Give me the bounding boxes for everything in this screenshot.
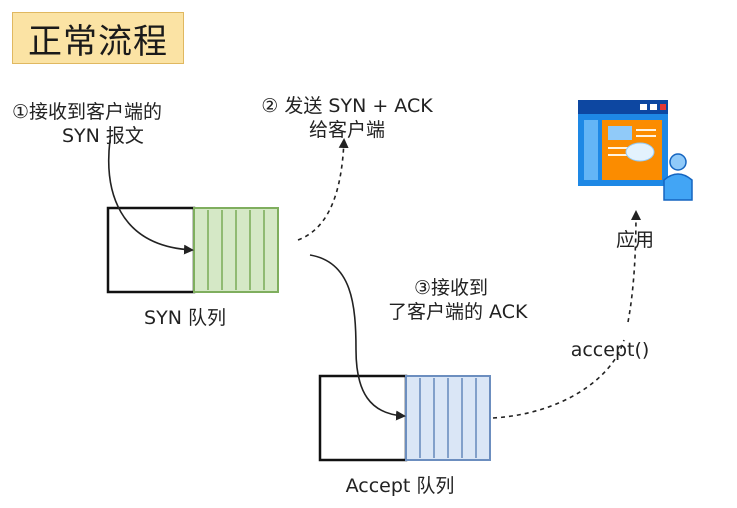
step3-line1: ③接收到 (414, 277, 489, 299)
arrow-send-syn-ack (297, 138, 349, 241)
step1-label: ①接收到客户端的 SYN 报文 (12, 100, 212, 148)
syn-queue-label: SYN 队列 (144, 307, 226, 329)
page-title: 正常流程 (12, 12, 184, 64)
step2-line2: 给客户端 (308, 119, 385, 141)
syn-queue-slot-lines (207, 210, 265, 290)
step3-line2: 了客户端的 ACK (388, 301, 528, 323)
accept-queue-label: Accept 队列 (345, 475, 455, 497)
arrow-accept-call-lower (492, 339, 625, 419)
arrow-syn-into-queue (107, 139, 194, 255)
arrow-ack-to-accept-queue (309, 254, 406, 421)
arrow-accept-call-upper (627, 210, 641, 323)
step3-label: ③接收到 了客户端的 ACK (388, 276, 588, 324)
application-window-user-icon (578, 100, 693, 201)
syn-queue (106, 206, 279, 294)
accept-queue-slot-lines (419, 378, 477, 458)
accept-call-label: accept() (570, 339, 650, 361)
accept-queue (318, 374, 491, 462)
step1-line1: ①接收到客户端的 (12, 101, 163, 123)
step2-label: ② 发送 SYN + ACK 给客户端 (242, 94, 452, 142)
step1-line2: SYN 报文 (62, 125, 144, 147)
syn-queue-empty-area (106, 206, 196, 294)
step2-line1: ② 发送 SYN + ACK (261, 95, 433, 117)
